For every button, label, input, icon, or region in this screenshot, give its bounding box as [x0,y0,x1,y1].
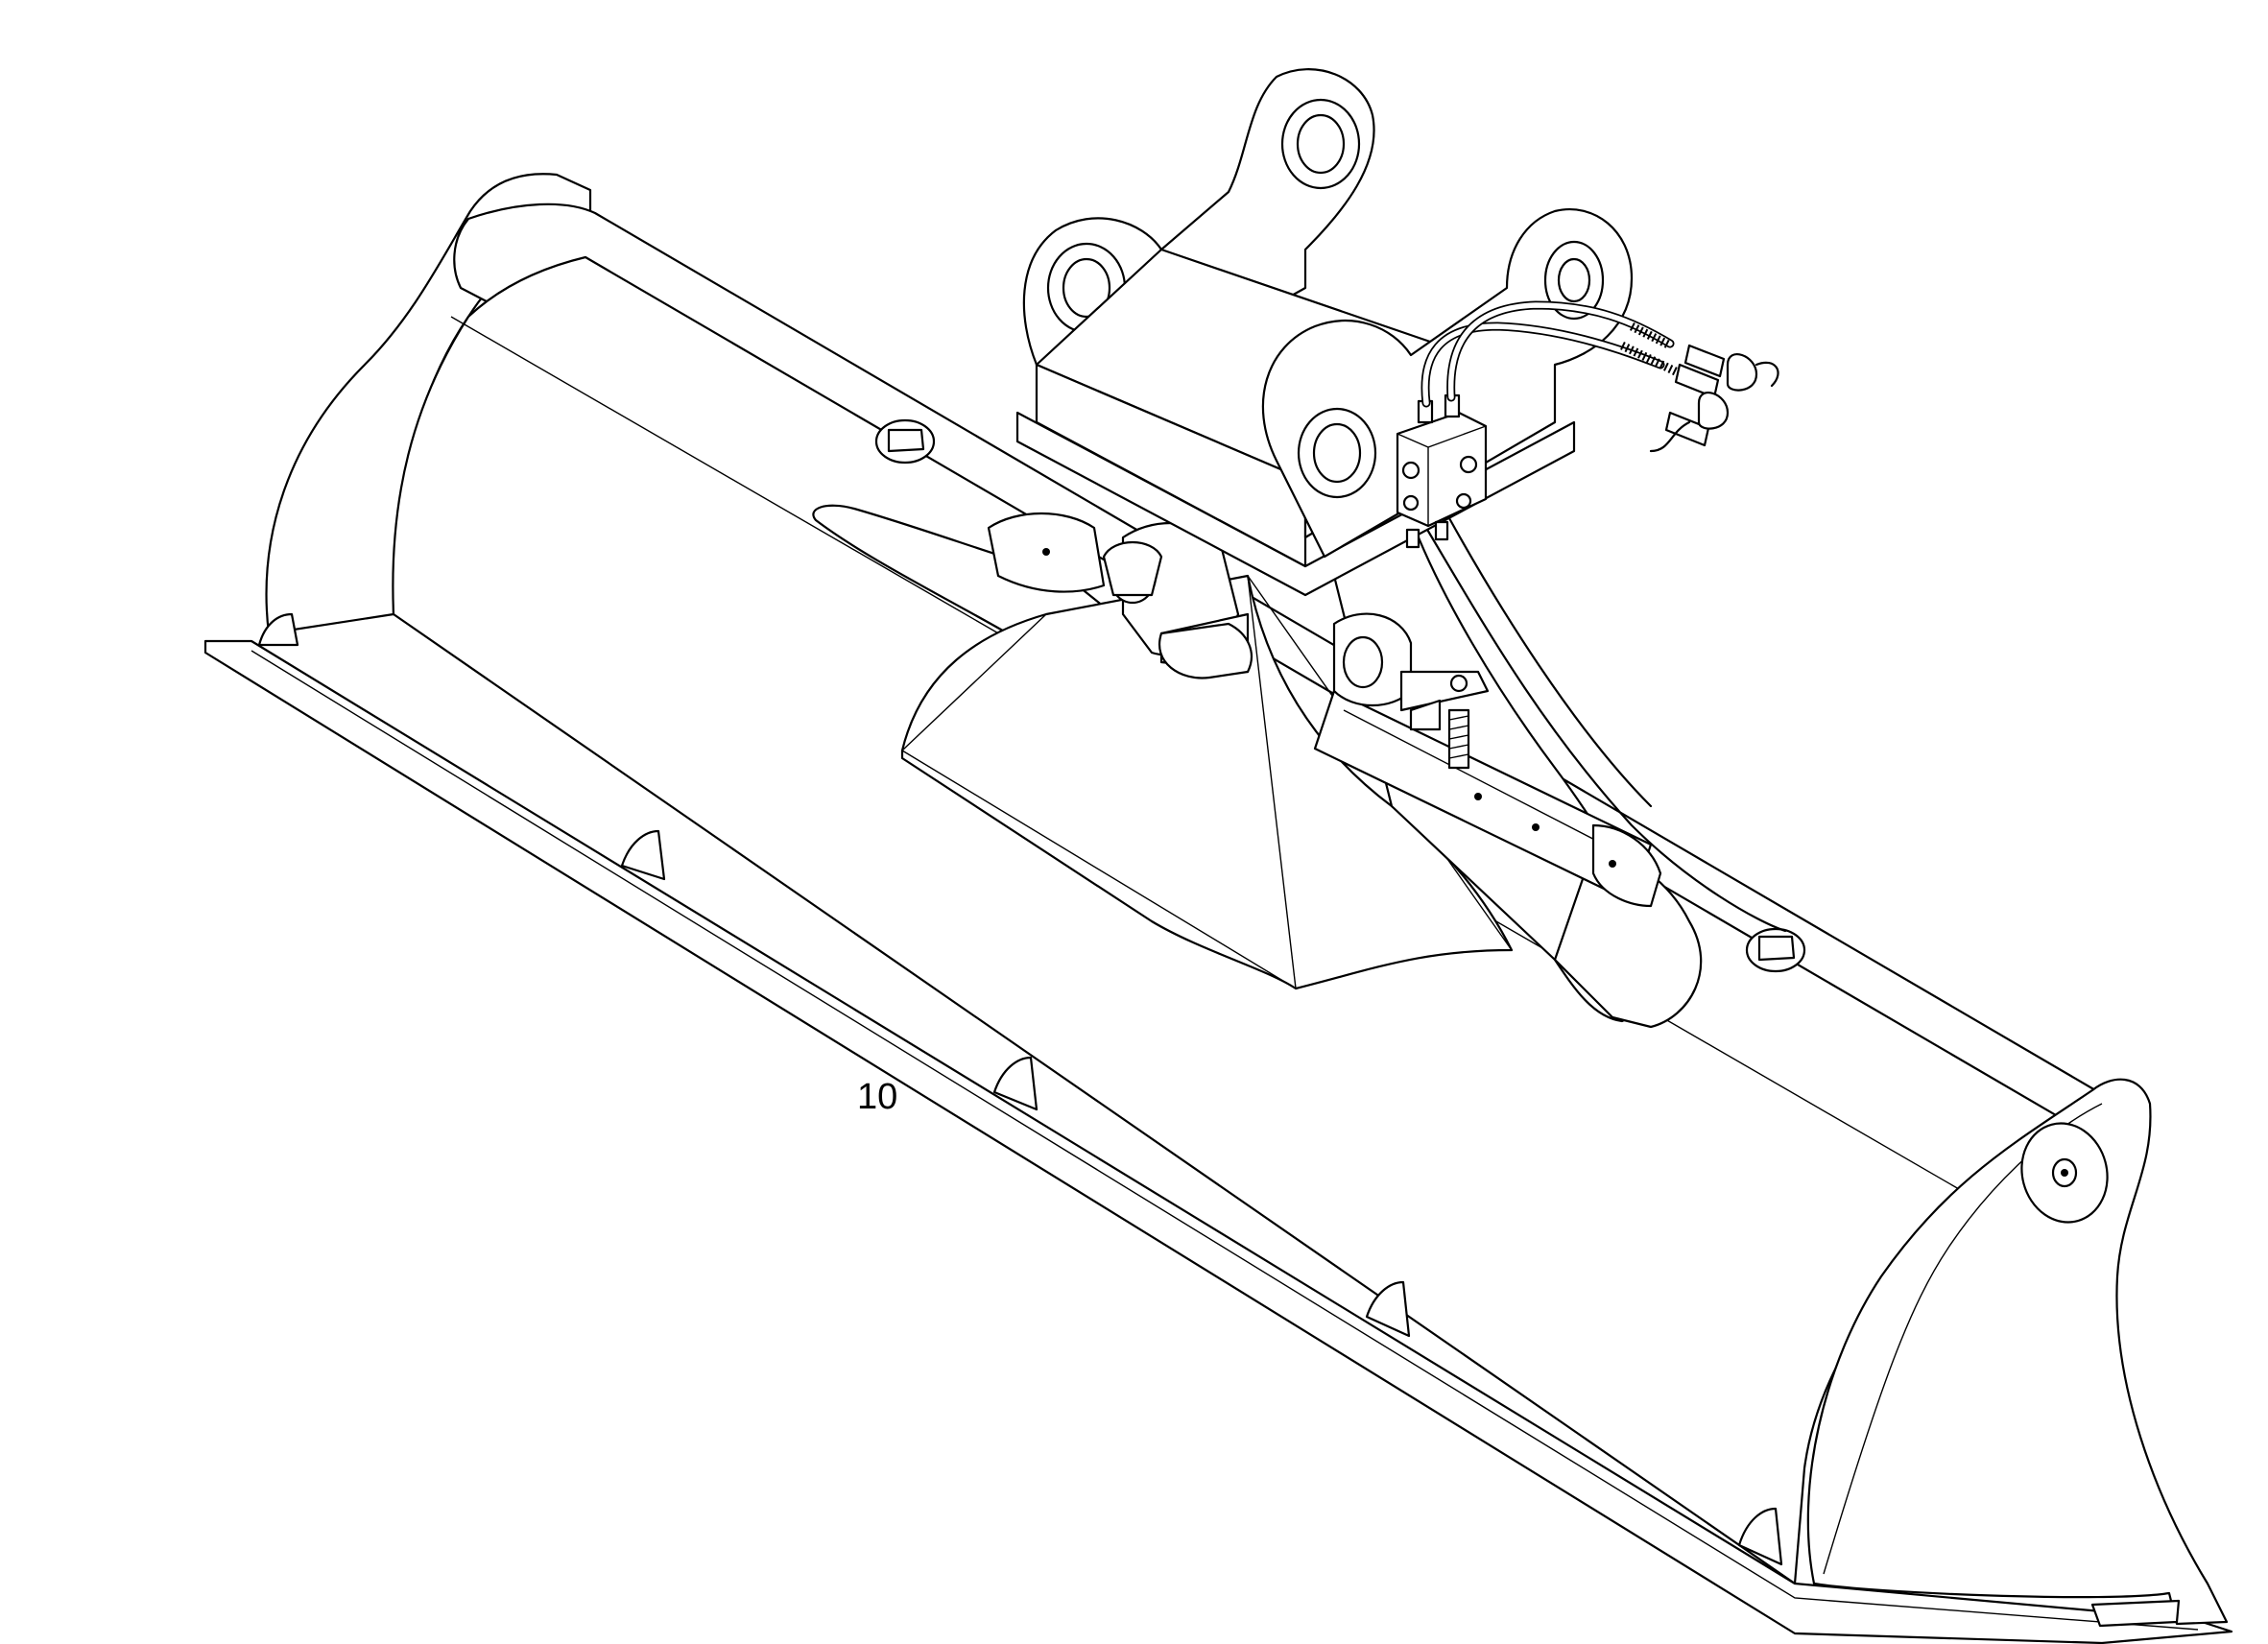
gusset-2 [620,829,666,881]
top-tube-bolts [874,418,1806,973]
quick-coupler [1015,68,1634,597]
valve-block [1396,393,1488,549]
hose-coupler-3 [1664,411,1710,447]
gusset-1 [257,612,299,647]
cylinder-end-cap [1591,823,1662,908]
lower-bracket [1158,622,1253,679]
center-frame [812,504,1787,1029]
right-pivot [1332,612,1490,770]
gusset-3 [992,1056,1039,1111]
right-end-shoe [2090,1599,2181,1628]
cutting-edge [203,639,2233,1644]
right-end-plate [1806,1078,2229,1626]
part-number-label: 10 [857,1077,898,1117]
gusset-4 [1365,1280,1411,1338]
edge-gussets [257,612,1783,1566]
pivot-bracket-lower [1158,622,1253,679]
tilt-cylinder [987,512,1662,908]
hydraulic-hoses [1420,300,1779,453]
hose-coupler-2 [1683,344,1726,378]
gusset-5 [1737,1507,1783,1566]
